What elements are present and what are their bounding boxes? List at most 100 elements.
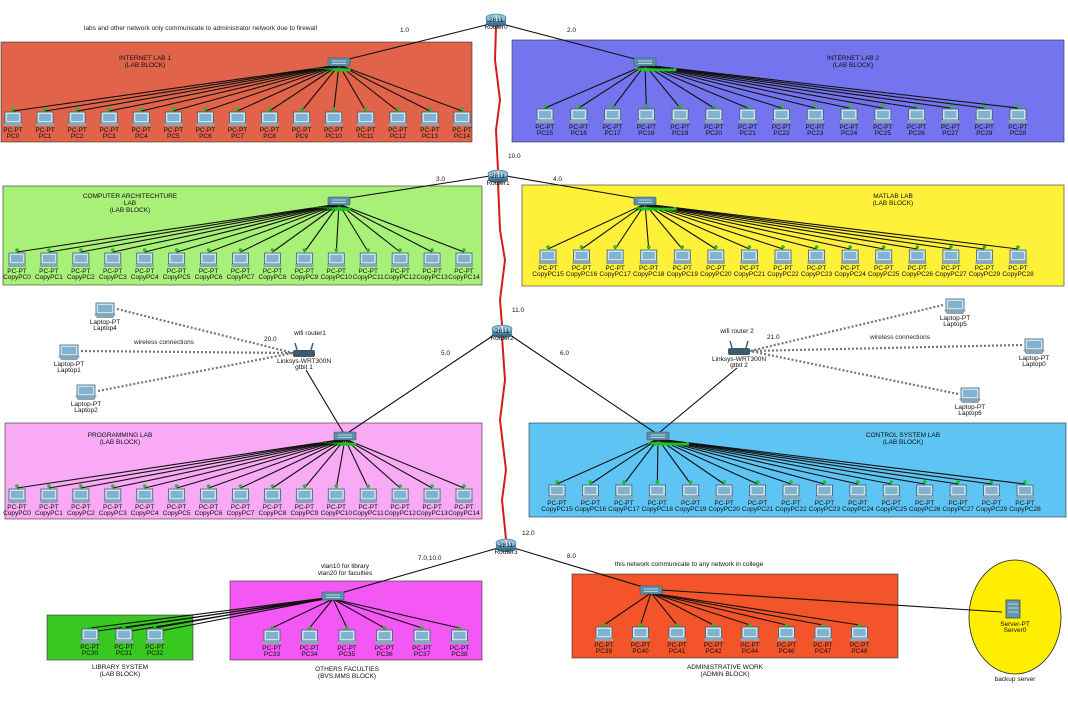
link-switch-pc <box>644 64 850 109</box>
pc-lab1 <box>453 111 471 126</box>
block-title: LAB <box>124 200 136 207</box>
pc-screen <box>458 255 470 262</box>
switch-control <box>646 431 670 441</box>
pc-screen <box>71 114 84 121</box>
router-arrows <box>496 326 508 332</box>
link-switch-pc <box>644 203 985 250</box>
switch-lab2 <box>633 57 657 67</box>
pc-name: PC29 <box>976 130 993 137</box>
router-model: 2811 <box>495 328 509 335</box>
pc-screen <box>952 487 965 494</box>
laptop-name: Laptop2 <box>74 407 98 414</box>
link-switch-pc <box>12 64 340 112</box>
pc-lab2 <box>671 108 690 123</box>
link-switch-pc <box>657 438 1026 485</box>
block-title: (LAB BLOCK) <box>125 62 165 69</box>
pc-base <box>741 638 759 641</box>
link-port <box>342 442 347 446</box>
pc-base <box>603 120 622 123</box>
link-port <box>661 442 666 446</box>
pc-name: PC22 <box>773 130 790 137</box>
pc-matlab <box>841 249 860 264</box>
pc-type: PC-PT <box>1015 500 1035 507</box>
pc-base <box>132 123 151 126</box>
pc-type: PC-PT <box>850 642 870 649</box>
pc-type: PC-PT <box>231 268 251 275</box>
pc-type: PC-PT <box>807 265 827 272</box>
backbone-label: 10.0 <box>508 153 521 160</box>
link-label: 20.0 <box>264 336 277 343</box>
pc-name: PC27 <box>942 130 959 137</box>
link-switch-pc <box>176 203 340 253</box>
pc-type: PC-PT <box>263 268 283 275</box>
block-title: (LAB BLOCK) <box>833 62 873 69</box>
link-port <box>462 248 466 252</box>
pc-base <box>668 638 686 641</box>
pc-type: PC-PT <box>1008 265 1028 272</box>
pc-name: CopyPC21 <box>742 506 774 513</box>
pc-name: PC23 <box>807 130 824 137</box>
pc-prog <box>391 488 410 503</box>
link-port <box>430 484 434 488</box>
pc-prog <box>135 488 154 503</box>
link-r3-faculties <box>340 547 499 594</box>
switch-prog <box>333 431 357 441</box>
pc-base <box>388 123 407 126</box>
pc-arch <box>295 252 314 267</box>
pc-arch <box>71 252 90 267</box>
pc-screen <box>298 255 311 262</box>
pc-name: PC2 <box>71 133 84 140</box>
link-port <box>579 245 584 249</box>
laptop <box>58 344 80 360</box>
router-r1 <box>487 169 509 183</box>
pc-arch <box>199 252 218 267</box>
pc-type: PC-PT <box>637 124 657 131</box>
pc-name: CopyPC1 <box>35 274 63 281</box>
pc-admin <box>814 626 832 641</box>
pc-matlab <box>673 249 692 264</box>
pc-name: CopyPC20 <box>708 506 740 513</box>
laptop-name: Laptop1 <box>57 367 81 374</box>
pc-type: PC-PT <box>7 504 27 511</box>
pc-lab2 <box>704 108 723 123</box>
pc-screen <box>42 491 55 498</box>
pc-type: PC-PT <box>772 124 792 131</box>
pc-type: PC-PT <box>167 268 187 275</box>
switch-icon <box>321 591 345 601</box>
link-switch-pc <box>644 203 817 250</box>
pc-arch <box>103 252 122 267</box>
link-port <box>341 68 346 72</box>
laptop-keyboard <box>959 399 981 403</box>
pc-base <box>908 261 927 264</box>
router-name: Router0 <box>484 24 508 31</box>
link-port <box>555 480 559 484</box>
pc-type: PC-PT <box>390 268 410 275</box>
wifi-router-w2 <box>728 340 750 355</box>
pc-matlab <box>740 249 759 264</box>
link-switch-pc <box>644 64 883 109</box>
pc-name: CopyPC9 <box>290 510 318 517</box>
pc-lab1 <box>100 111 119 126</box>
pc-faculties <box>300 629 319 644</box>
pc-base <box>814 638 832 641</box>
link-wifi2-switch <box>659 367 738 433</box>
pc-name: CopyPC21 <box>734 271 766 278</box>
block-arch <box>2 185 483 286</box>
link-switch-pc <box>338 203 465 253</box>
laptop-display <box>79 387 93 394</box>
pc-screen <box>780 629 793 636</box>
pc-type: PC-PT <box>295 268 315 275</box>
pc-control <box>782 484 800 499</box>
pc-faculties <box>413 629 431 644</box>
pc-screen <box>1019 487 1031 494</box>
block-caption: LIBRARY SYSTEM <box>92 664 148 671</box>
link-switch-pc <box>657 438 858 485</box>
pc-name: CopyPC24 <box>842 506 874 513</box>
server-caption: backup server <box>995 676 1037 683</box>
pc-base <box>413 641 431 644</box>
pc-matlab <box>572 249 591 264</box>
link-port <box>688 480 693 484</box>
link-r0-lab2 <box>501 23 636 60</box>
pc-name: PC28 <box>1010 130 1027 137</box>
